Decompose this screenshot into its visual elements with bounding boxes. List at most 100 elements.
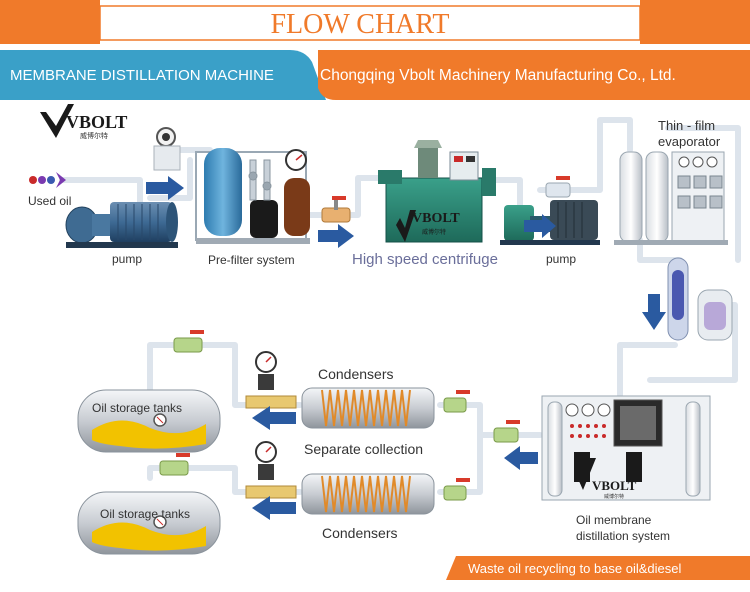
valve-condenser-bottom bbox=[443, 478, 470, 501]
flow-arrow-left-2 bbox=[252, 406, 296, 430]
evaporator-column-2 bbox=[645, 151, 669, 243]
flow-arrow-right-1 bbox=[146, 176, 184, 200]
footer-banner-text: Waste oil recycling to base oil&diesel bbox=[468, 561, 682, 576]
oil-storage-tank-top: Oil storage tanks bbox=[77, 389, 221, 453]
valve-membrane-body bbox=[493, 427, 519, 443]
vent-valve-top bbox=[173, 330, 204, 353]
evaporator-label-1: Thin - film bbox=[658, 118, 715, 133]
oil-storage-tank-bottom: Oil storage tanks bbox=[77, 491, 221, 555]
valve1-body bbox=[321, 207, 351, 223]
machine-label: MEMBRANE DISTILLATION MACHINE bbox=[10, 67, 274, 84]
flow-arrow-down bbox=[642, 294, 666, 330]
vent-valve-bottom bbox=[159, 453, 190, 476]
header: FLOW CHART MEMBRANE DISTILLATION MACHINE… bbox=[0, 0, 750, 100]
valve-cb-body bbox=[443, 485, 467, 501]
footer-banner-bg bbox=[446, 556, 750, 580]
footer-banner: Waste oil recycling to base oil&diesel bbox=[446, 556, 750, 580]
high-speed-centrifuge: VBOLT 威博尔特 High speed centrifuge bbox=[352, 140, 498, 268]
valve-membrane-handle bbox=[506, 420, 520, 424]
gauge-bottom-fitting bbox=[245, 485, 297, 499]
vbolt-logo: VBOLT 威博尔特 bbox=[40, 104, 127, 140]
pump2-label: pump bbox=[546, 252, 576, 266]
gauge-top-fitting bbox=[245, 395, 297, 409]
vent-valve-bottom-body bbox=[159, 460, 189, 476]
valve2-body bbox=[545, 182, 571, 198]
condenser-top-coil bbox=[321, 389, 411, 427]
membrane-label-2: distillation system bbox=[576, 529, 670, 543]
pump-2: pump bbox=[500, 200, 600, 266]
membrane-label-1: Oil membrane bbox=[576, 513, 652, 527]
centrifuge-label: High speed centrifuge bbox=[352, 251, 498, 268]
centrifuge-inlet-block bbox=[378, 170, 402, 184]
valve1-handle bbox=[332, 196, 346, 200]
gauge-top bbox=[245, 351, 297, 409]
tank-top-oil bbox=[92, 420, 206, 449]
valve-ct-handle bbox=[456, 390, 470, 394]
flowmeter-body bbox=[153, 145, 181, 171]
condensers-top-label: Condensers bbox=[318, 366, 394, 382]
membrane-logo-mark bbox=[574, 458, 596, 490]
prefilter-label: Pre-filter system bbox=[208, 253, 295, 267]
receiver-fluid bbox=[672, 270, 684, 320]
pipe-inlet bbox=[59, 177, 143, 213]
centrifuge-hopper bbox=[418, 148, 438, 178]
valve2-handle bbox=[556, 176, 570, 180]
thin-film-evaporator: Thin - film evaporator bbox=[614, 118, 728, 245]
vent-valve-top-body bbox=[173, 337, 203, 353]
membrane-distillation-system: VBOLT 威博尔特 Oil membrane distillation sys… bbox=[541, 395, 711, 543]
flowmeter-dial-icon bbox=[162, 133, 170, 141]
company-banner bbox=[318, 50, 750, 100]
centrifuge-logo-brand: VBOLT bbox=[412, 211, 460, 226]
inlet-dot-2 bbox=[38, 176, 46, 184]
separate-collection-label: Separate collection bbox=[304, 441, 423, 457]
machine-banner bbox=[0, 50, 326, 100]
condensers-bottom-label: Condensers bbox=[322, 525, 398, 541]
inlet-dot-1 bbox=[29, 176, 37, 184]
logo-subtitle: 威博尔特 bbox=[80, 131, 108, 140]
company-name: Chongqing Vbolt Machinery Manufacturing … bbox=[320, 67, 676, 84]
pipe-evap-top bbox=[665, 125, 741, 263]
flowmeter bbox=[153, 127, 181, 171]
used-oil-inlet: Used oil bbox=[28, 172, 71, 208]
header-left-bar bbox=[0, 0, 100, 44]
condenser-bottom-coil bbox=[321, 475, 411, 513]
tank-top-label: Oil storage tanks bbox=[92, 401, 182, 415]
valve-ct-body bbox=[443, 397, 467, 413]
valve-2 bbox=[545, 176, 571, 198]
valve-cb-handle bbox=[456, 478, 470, 482]
valve-condenser-top bbox=[443, 390, 470, 413]
pipe-evap-out bbox=[637, 237, 683, 263]
logo-brand: VBOLT bbox=[66, 112, 127, 132]
prefilter-system: Pre-filter system bbox=[195, 148, 310, 267]
header-right-bar bbox=[640, 0, 750, 44]
tank-bottom-oil bbox=[92, 522, 206, 551]
pump1-base bbox=[66, 242, 178, 248]
distillate-receiver bbox=[667, 257, 733, 341]
flow-arrow-right-3 bbox=[524, 214, 556, 238]
pump1-label: pump bbox=[112, 252, 142, 266]
membrane-logo-brand: VBOLT bbox=[592, 478, 637, 493]
pump1-fan-cover bbox=[166, 202, 178, 242]
tank-bottom-label: Oil storage tanks bbox=[100, 507, 190, 521]
flow-arrow-left-3 bbox=[252, 496, 296, 520]
used-oil-label: Used oil bbox=[28, 194, 71, 208]
valve-1 bbox=[321, 196, 351, 223]
page-title: FLOW CHART bbox=[270, 9, 449, 40]
centrifuge-logo-mark bbox=[396, 210, 416, 242]
condenser-bottom: Condensers bbox=[301, 473, 435, 541]
gauge-bottom bbox=[245, 441, 297, 499]
membrane-logo-subtitle: 威博尔特 bbox=[604, 493, 624, 500]
vent-valve-bottom-handle bbox=[176, 453, 190, 457]
condenser-top: Condensers bbox=[301, 366, 435, 429]
evaporator-column-1 bbox=[619, 151, 643, 243]
pump1-motor bbox=[110, 202, 172, 242]
pipe-pump1-out bbox=[147, 157, 193, 201]
prefilter-brown-tank bbox=[284, 178, 310, 236]
pipe-to-membrane bbox=[617, 342, 678, 398]
vent-valve-top-handle bbox=[190, 330, 204, 334]
prefilter-big-vessel bbox=[204, 148, 242, 236]
title-box bbox=[99, 5, 641, 41]
prefilter-base bbox=[196, 238, 310, 244]
flow-arrow-left-1 bbox=[504, 446, 538, 470]
